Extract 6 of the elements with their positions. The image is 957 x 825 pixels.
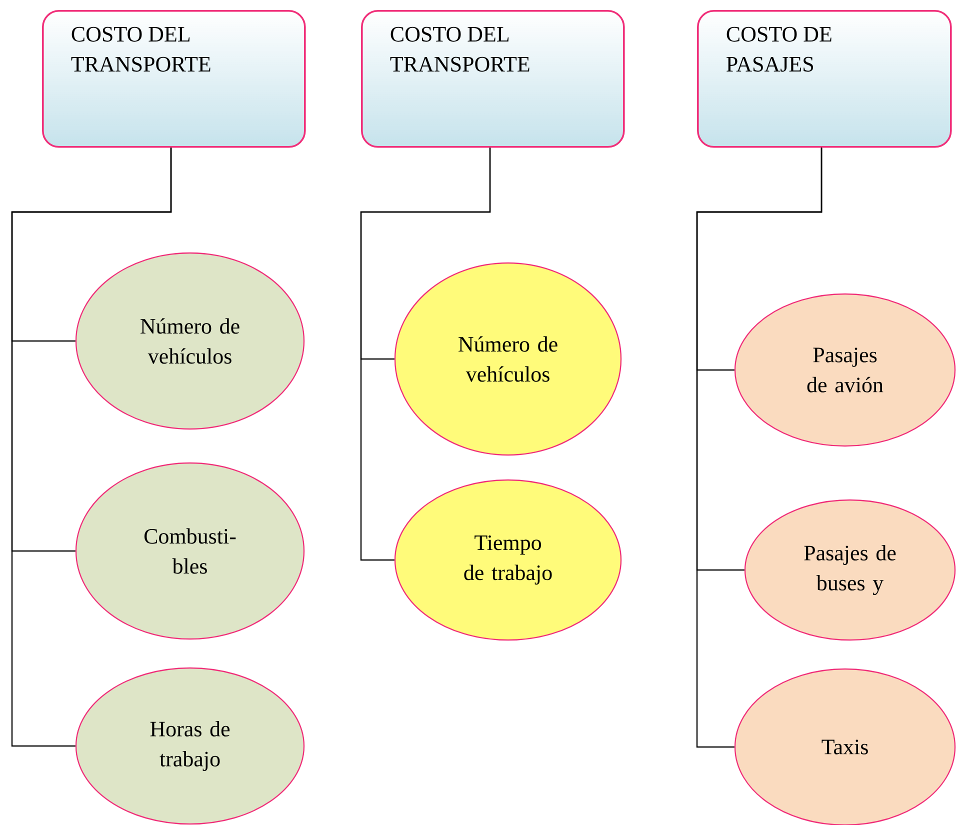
heading-box: COSTO DEL TRANSPORTE [361,10,625,148]
connector-line [696,148,822,748]
connector-line [11,148,172,747]
heading-box: COSTO DE PASAJES [697,10,952,148]
connector-line [360,148,491,561]
heading-box: COSTO DEL TRANSPORTE [42,10,306,148]
